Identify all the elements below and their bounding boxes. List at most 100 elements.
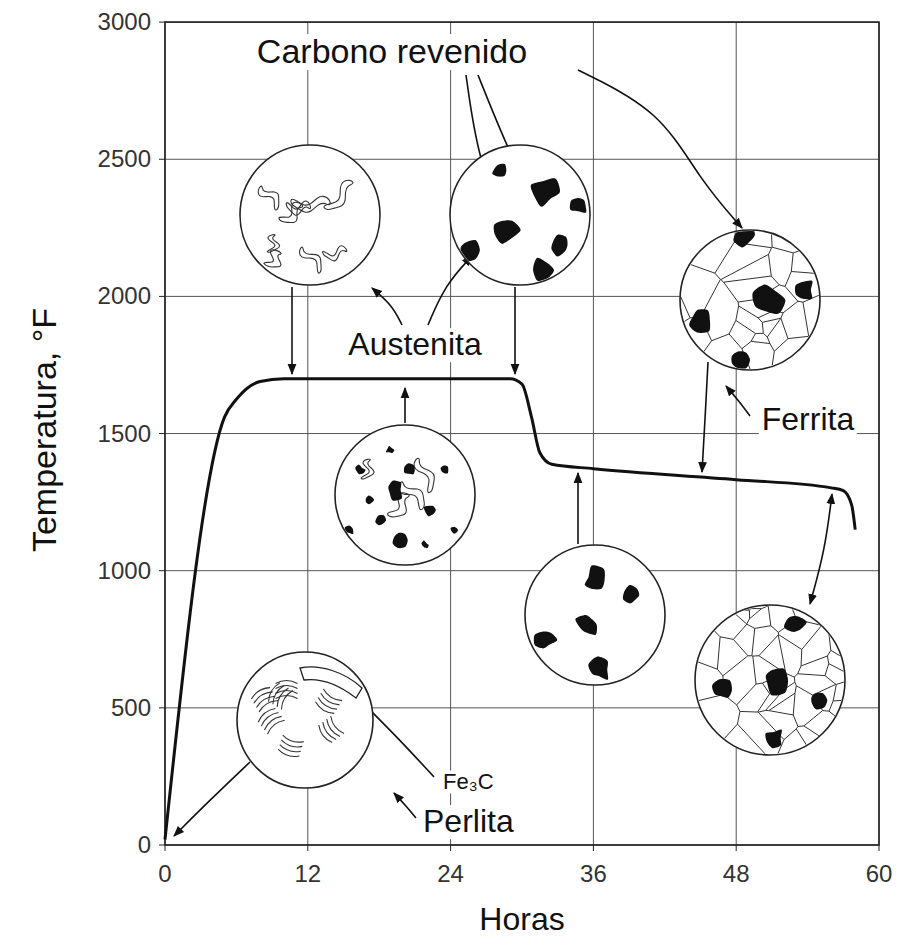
tick-mark bbox=[159, 433, 165, 434]
temper-carbon-nodule bbox=[752, 285, 785, 314]
tick-label: 24 bbox=[434, 861, 467, 886]
pearlite-lamella bbox=[280, 745, 301, 752]
micrograph-field bbox=[450, 145, 590, 285]
tick-label: 500 bbox=[108, 695, 154, 720]
pearlite-lamella bbox=[276, 685, 298, 688]
tick-mark bbox=[159, 707, 165, 708]
grid bbox=[159, 22, 879, 851]
tick-mark bbox=[159, 845, 165, 846]
micrograph bbox=[240, 145, 380, 285]
leader-line bbox=[428, 256, 472, 325]
pearlite-lamella bbox=[254, 692, 273, 703]
tick-mark bbox=[159, 296, 165, 297]
micrograph-field bbox=[240, 145, 380, 285]
tick-mark bbox=[159, 159, 165, 160]
leader-line bbox=[702, 362, 708, 472]
tick-label: 2000 bbox=[95, 284, 154, 309]
temper-carbon-nodule bbox=[575, 615, 597, 635]
micrograph bbox=[335, 425, 475, 565]
pearlite-lamella bbox=[316, 702, 335, 714]
tick-mark bbox=[879, 845, 880, 851]
temper-carbon-nodule bbox=[689, 309, 710, 333]
temper-carbon-nodule bbox=[531, 178, 560, 206]
temper-carbon-nodule bbox=[795, 280, 813, 299]
micrograph-outline bbox=[450, 145, 590, 285]
ferrite-grain-boundaries bbox=[675, 225, 825, 375]
tick-label: 3000 bbox=[95, 10, 154, 35]
temper-carbon-nodule bbox=[494, 220, 521, 244]
pearlite-lamella bbox=[273, 685, 284, 704]
pearlite-lamella bbox=[319, 725, 332, 742]
tick-mark bbox=[159, 22, 165, 23]
micrograph bbox=[525, 545, 665, 685]
pearlite-lamella bbox=[258, 709, 275, 723]
tick-mark bbox=[165, 845, 166, 851]
temper-carbon-nodule bbox=[404, 463, 415, 474]
pearlite-lamella bbox=[256, 696, 275, 707]
micrograph-outline bbox=[240, 145, 380, 285]
tick-label: 2500 bbox=[95, 147, 154, 172]
temper-carbon-nodule bbox=[712, 679, 732, 698]
tick-label: 36 bbox=[577, 861, 610, 886]
cementite-flake bbox=[323, 246, 347, 261]
cementite-flake bbox=[300, 247, 322, 273]
plot-frame bbox=[165, 22, 879, 845]
pearlite-lamella bbox=[283, 735, 304, 742]
micrograph-outline bbox=[525, 545, 665, 685]
micrograph bbox=[237, 652, 373, 788]
tick-mark bbox=[593, 845, 594, 851]
micrograph-field bbox=[525, 545, 665, 685]
leader-line bbox=[394, 793, 416, 818]
micrograph-field bbox=[237, 652, 373, 788]
temper-carbon-nodule bbox=[731, 351, 750, 369]
tick-label: 12 bbox=[291, 861, 324, 886]
temper-carbon-nodule bbox=[451, 527, 458, 534]
pearlite-lamella bbox=[276, 680, 298, 683]
temper-carbon-nodule bbox=[424, 506, 436, 517]
temper-carbon-nodule bbox=[492, 164, 506, 177]
cementite-flake bbox=[264, 250, 281, 267]
phase-label: Ferrita bbox=[759, 403, 857, 437]
micrograph-outline bbox=[695, 605, 845, 755]
tick-mark bbox=[450, 845, 451, 851]
leader-line bbox=[810, 494, 832, 604]
ferrite-grain-boundaries bbox=[690, 600, 850, 760]
temper-carbon-nodule bbox=[421, 540, 428, 548]
leader-line bbox=[404, 388, 406, 423]
temper-carbon-nodule bbox=[766, 668, 788, 695]
temper-carbon-nodule bbox=[733, 225, 755, 247]
tick-mark bbox=[736, 845, 737, 851]
temper-carbon-nodule bbox=[355, 464, 365, 474]
tick-mark bbox=[159, 570, 165, 571]
pearlite-lamella bbox=[276, 695, 298, 698]
tick-label: 0 bbox=[155, 861, 174, 886]
temper-carbon-nodule bbox=[623, 585, 639, 603]
tick-label: 48 bbox=[720, 861, 753, 886]
leader-line bbox=[291, 287, 293, 374]
phase-label: Perlita bbox=[420, 805, 517, 839]
pearlite-lamella bbox=[276, 690, 298, 693]
cementite-flake bbox=[291, 196, 330, 212]
temper-carbon-nodule bbox=[441, 465, 449, 473]
tick-label: 60 bbox=[863, 861, 896, 886]
axis-title: Horas bbox=[476, 903, 567, 937]
tick-label: 1500 bbox=[95, 421, 154, 446]
temper-carbon-nodule bbox=[551, 235, 567, 257]
micrograph-outline bbox=[680, 230, 820, 370]
cementite-flake bbox=[286, 201, 310, 215]
grid-line bbox=[165, 570, 879, 571]
pearlite-lamella bbox=[278, 749, 299, 756]
phase-label: Austenita bbox=[345, 328, 484, 362]
micrograph-outline bbox=[237, 652, 373, 788]
cementite-flake bbox=[258, 186, 279, 210]
temper-carbon-nodule bbox=[366, 495, 374, 504]
temper-carbon-nodule bbox=[393, 533, 408, 548]
temper-carbon-nodule bbox=[585, 565, 605, 589]
tick-label: 1000 bbox=[95, 558, 154, 583]
micrograph bbox=[675, 225, 825, 375]
phase-label: Fe₃C bbox=[440, 770, 497, 793]
micrograph bbox=[690, 600, 850, 760]
leader-line bbox=[578, 70, 742, 228]
